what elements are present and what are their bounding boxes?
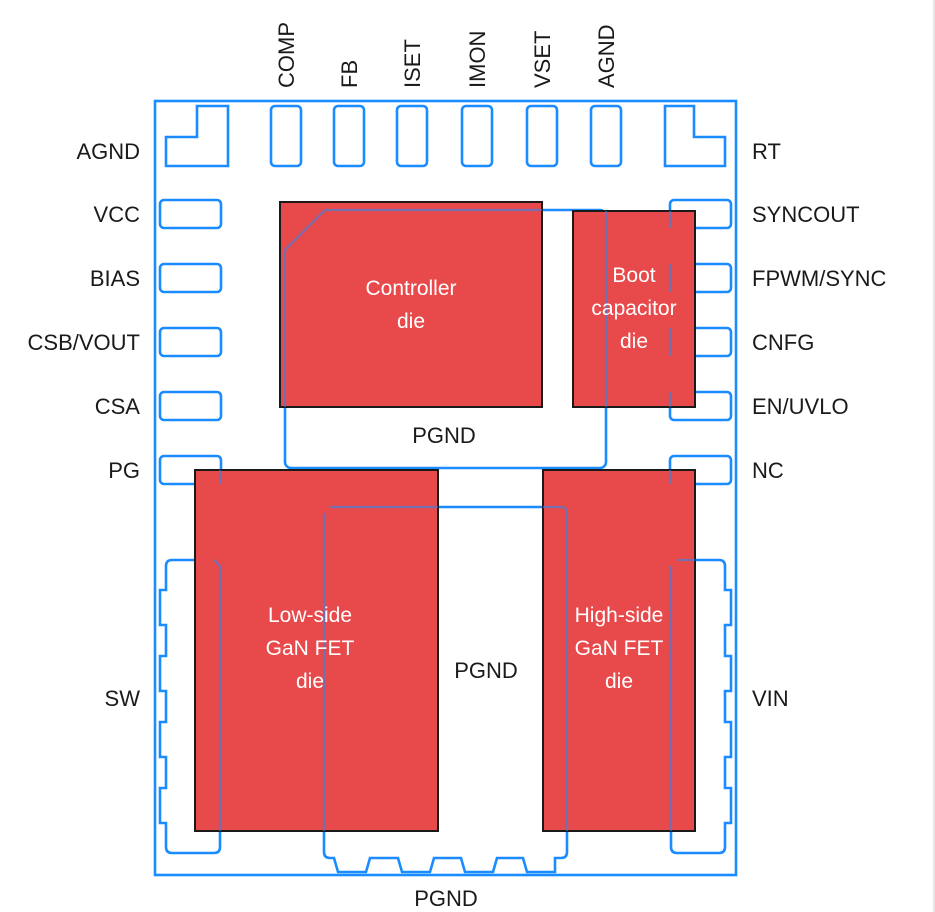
left-pad-bias xyxy=(158,262,223,294)
die-overlay-traces xyxy=(213,208,695,831)
left-pad-csa xyxy=(158,390,223,422)
svg-text:GaN FET: GaN FET xyxy=(575,637,664,660)
corner-pad-top-left xyxy=(164,104,230,168)
svg-text:capacitor: capacitor xyxy=(591,297,676,320)
pin-label-rt: RT xyxy=(752,139,781,164)
boot-capacitor-die-label: Boot capacitor die xyxy=(591,264,676,353)
controller-die xyxy=(279,201,543,408)
left-pad-vcc xyxy=(158,198,223,230)
package-outline xyxy=(153,99,738,877)
pin-label-csa: CSA xyxy=(95,394,141,419)
svg-text:GaN FET: GaN FET xyxy=(266,637,355,660)
low-side-die-label: Low-side GaN FET die xyxy=(266,604,355,693)
pin-label-bias: BIAS xyxy=(90,266,140,291)
right-pin-labels: RT SYNCOUT FPWM/SYNC CNFG EN/UVLO NC VIN xyxy=(752,139,887,711)
left-pad-csb-vout xyxy=(158,326,223,358)
svg-text:High-side: High-side xyxy=(575,604,664,627)
svg-text:die: die xyxy=(296,670,324,693)
pin-label-pg: PG xyxy=(108,458,140,483)
pgnd-label-bottom: PGND xyxy=(414,886,478,911)
left-pin-labels: AGND VCC BIAS CSB/VOUT CSA PG SW xyxy=(28,139,141,711)
pin-label-csb-vout: CSB/VOUT xyxy=(28,330,140,355)
pin-label-syncout: SYNCOUT xyxy=(752,202,860,227)
pin-label-vin: VIN xyxy=(752,686,789,711)
pin-label-cnfg: CNFG xyxy=(752,330,814,355)
pin-label-en-uvlo: EN/UVLO xyxy=(752,394,849,419)
pin-label-agnd-top: AGND xyxy=(594,24,619,88)
pgnd-label-upper: PGND xyxy=(412,423,476,448)
svg-text:die: die xyxy=(605,670,633,693)
pin-label-fpwm-sync: FPWM/SYNC xyxy=(752,266,887,291)
pin-label-vset: VSET xyxy=(530,31,555,88)
pin-label-fb: FB xyxy=(337,60,362,88)
svg-text:die: die xyxy=(397,310,425,333)
top-pad-iset xyxy=(395,104,429,168)
pin-label-vcc: VCC xyxy=(94,202,141,227)
page-edge xyxy=(933,0,935,912)
top-pad-agnd xyxy=(589,104,623,168)
pin-label-comp: COMP xyxy=(274,22,299,88)
pin-label-iset: ISET xyxy=(400,39,425,88)
top-pad-comp xyxy=(269,104,303,168)
pin-label-sw: SW xyxy=(105,686,141,711)
svg-text:Controller: Controller xyxy=(365,277,456,300)
top-pin-labels: COMP FB ISET IMON VSET AGND xyxy=(274,22,619,88)
corner-pad-top-right xyxy=(663,104,727,168)
boot-capacitor-die xyxy=(572,210,696,408)
svg-text:Low-side: Low-side xyxy=(268,604,352,627)
top-pad-fb xyxy=(332,104,366,168)
high-side-die xyxy=(542,469,696,832)
top-pads xyxy=(269,104,623,168)
pin-label-agnd-left: AGND xyxy=(76,139,140,164)
pgnd-label-center: PGND xyxy=(454,658,518,683)
pin-label-nc: NC xyxy=(752,458,784,483)
controller-die-label: Controller die xyxy=(365,277,456,333)
svg-text:die: die xyxy=(620,330,648,353)
top-pad-vset xyxy=(525,104,559,168)
low-side-die xyxy=(194,469,439,832)
high-side-die-label: High-side GaN FET die xyxy=(575,604,664,693)
left-pads xyxy=(158,198,223,486)
top-pad-imon xyxy=(460,104,494,168)
pin-label-imon: IMON xyxy=(465,31,490,88)
svg-text:Boot: Boot xyxy=(612,264,655,287)
